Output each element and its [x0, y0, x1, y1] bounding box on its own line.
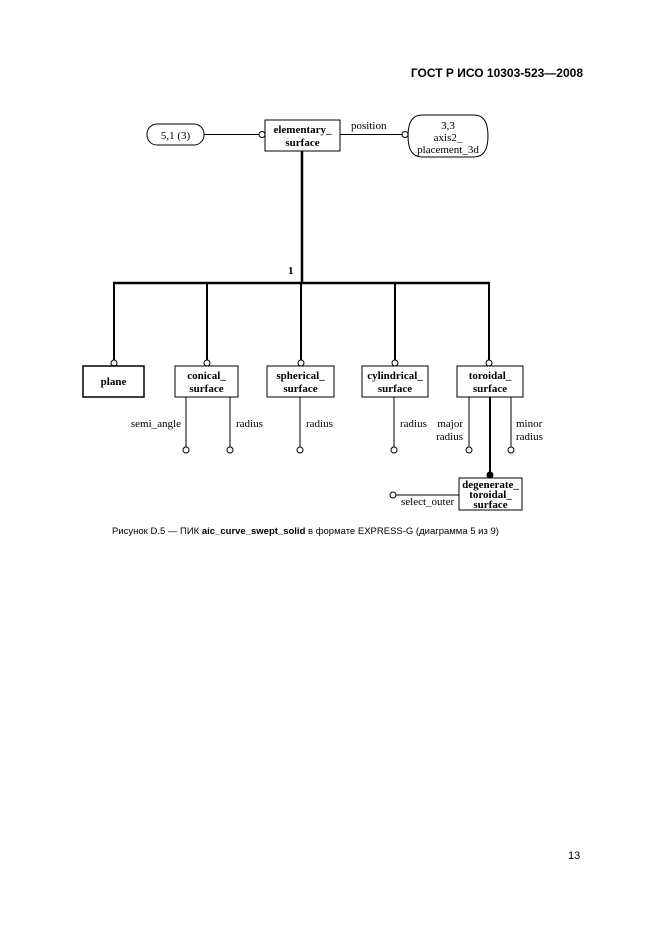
attribute-end-circle — [226, 446, 234, 454]
oneof-label: 1 — [288, 265, 294, 277]
relation-end-circle — [258, 131, 266, 138]
degenerate-line1: degenerate_ — [462, 479, 519, 491]
caption-suffix: в формате EXPRESS-G (диаграмма 5 из 9) — [305, 526, 499, 537]
entity-plane: plane — [82, 365, 145, 398]
position-label: position — [351, 120, 387, 132]
spherical-line1: spherical_ — [276, 370, 325, 382]
subtype-filled-circle — [486, 471, 494, 479]
figure-caption: Рисунок D.5 — ПИК aic_curve_swept_solid … — [112, 526, 499, 537]
caption-prefix: Рисунок D.5 — ПИК — [112, 526, 202, 537]
degenerate-line3: surface — [473, 499, 507, 511]
ref-box-right: 3,3 axis2_ placement_3d — [407, 114, 489, 158]
entity-cylindrical-surface: cylindrical_ surface — [361, 365, 429, 398]
toroidal-line2: surface — [473, 383, 507, 395]
ref-right-line2: axis2_ — [434, 132, 463, 144]
caption-name: aic_curve_swept_solid — [201, 526, 306, 537]
ref-right-line3: placement_3d — [417, 144, 479, 156]
subtype-circle — [297, 359, 305, 367]
page-number: 13 — [568, 850, 581, 862]
attr-major-line1: major — [437, 418, 463, 430]
toroidal-line1: toroidal_ — [469, 370, 512, 382]
degenerate-line2: toroidal_ — [469, 489, 512, 501]
ref-box-left: 5,1 (3) — [146, 123, 205, 146]
cylindrical-line2: surface — [378, 383, 412, 395]
ref-left-label: 5,1 (3) — [161, 130, 191, 142]
attr-cylindrical-radius: radius — [400, 418, 427, 430]
attr-spherical-radius: radius — [306, 418, 333, 430]
attribute-end-circle — [507, 446, 515, 454]
ref-right-line1: 3,3 — [441, 120, 455, 132]
attribute-end-circle — [296, 446, 304, 454]
entity-conical-surface: conical_ surface — [174, 365, 239, 398]
attr-major-line2: radius — [436, 431, 463, 443]
document-id-header: ГОСТ Р ИСО 10303-523—2008 — [410, 66, 583, 80]
attr-semi-angle: semi_angle — [131, 418, 181, 430]
relation-end-circle — [401, 131, 409, 138]
attr-minor-line1: minor — [516, 418, 543, 430]
subtype-circle — [110, 359, 118, 367]
entity-degenerate-toroidal-surface: degenerate_ toroidal_ surface — [458, 477, 523, 511]
attribute-end-circle — [389, 491, 397, 499]
conical-line2: surface — [189, 383, 223, 395]
attribute-end-circle — [465, 446, 473, 454]
attr-select-outer: select_outer — [401, 496, 454, 508]
attribute-end-circle — [390, 446, 398, 454]
entity-spherical-surface: spherical_ surface — [266, 365, 335, 398]
elementary-line1: elementary_ — [273, 124, 332, 136]
subtype-circle — [485, 359, 493, 367]
entity-elementary-surface: elementary_ surface — [264, 119, 341, 152]
plane-label: plane — [101, 376, 127, 388]
entity-toroidal-surface: toroidal_ surface — [456, 365, 524, 398]
attr-conical-radius: radius — [236, 418, 263, 430]
elementary-line2: surface — [285, 137, 319, 149]
attribute-end-circle — [182, 446, 190, 454]
conical-line1: conical_ — [187, 370, 226, 382]
subtype-circle — [391, 359, 399, 367]
spherical-line2: surface — [283, 383, 317, 395]
subtype-circle — [203, 359, 211, 367]
cylindrical-line1: cylindrical_ — [367, 370, 423, 382]
attr-minor-line2: radius — [516, 431, 543, 443]
